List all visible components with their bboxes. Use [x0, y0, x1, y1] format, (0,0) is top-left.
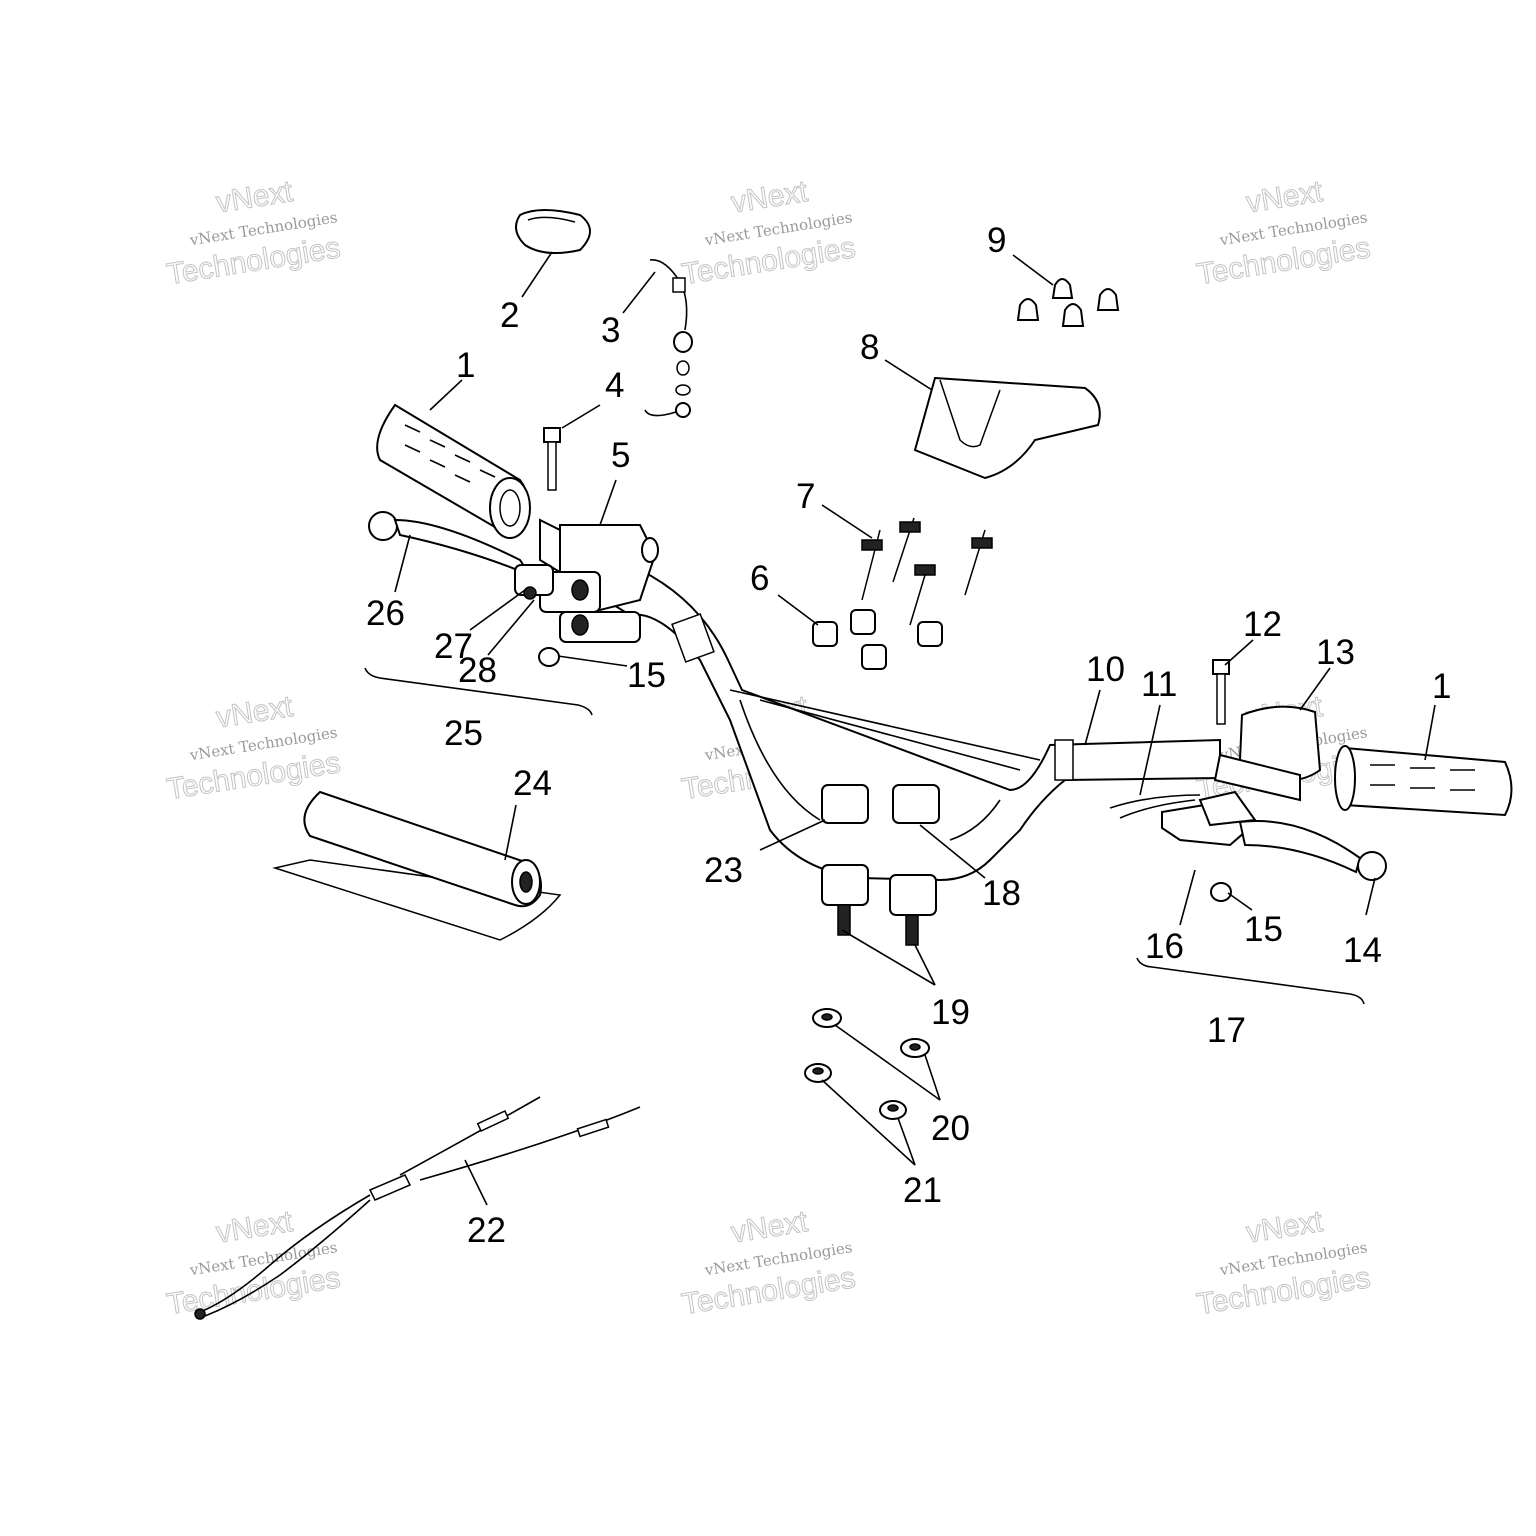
- watermark-line2: vNext: [1244, 1205, 1326, 1250]
- callout-10: 10: [1086, 650, 1125, 689]
- callout-18: 18: [982, 874, 1021, 913]
- callout-3: 3: [601, 311, 620, 350]
- callout-19: 19: [931, 993, 970, 1032]
- watermark-line2: vNext: [214, 1205, 296, 1250]
- callout-11: 11: [1141, 665, 1177, 704]
- watermark-line2: vNext: [214, 175, 296, 220]
- watermark: vNext vNext Technologies Technologies: [679, 174, 858, 291]
- callout-9: 9: [987, 221, 1006, 260]
- callout-23: 23: [704, 851, 743, 890]
- bracket-17: [1136, 957, 1365, 1005]
- handlebar-cover: [913, 376, 1101, 480]
- watermark: vNext vNext Technologies Technologies: [164, 689, 343, 806]
- callout-22: 22: [467, 1211, 506, 1250]
- throttle-housing: [1213, 705, 1322, 802]
- callout-8: 8: [860, 328, 879, 367]
- spacers: [812, 609, 943, 670]
- washers-and-nuts: [804, 1008, 930, 1120]
- brake-lever-left: [368, 511, 554, 600]
- callout-17: 17: [1207, 1011, 1246, 1050]
- kill-switch: [644, 259, 693, 418]
- callout-12: 12: [1243, 605, 1282, 644]
- watermark-line2: vNext: [1244, 175, 1326, 220]
- nuts-15: [538, 647, 1232, 902]
- callouts: 1 1 2 3 4 5 6 7 8 9 10 11 12 13 14 15 15…: [366, 221, 1451, 1250]
- callout-16: 16: [1145, 927, 1184, 966]
- bolt-4: [543, 427, 561, 491]
- callout-14: 14: [1343, 931, 1382, 970]
- watermark: vNext vNext Technologies Technologies: [164, 1204, 343, 1321]
- cap-nuts: [1016, 278, 1120, 327]
- bar-clamp-upper: [821, 784, 940, 824]
- watermark: vNext vNext Technologies Technologies: [1194, 1204, 1373, 1321]
- risers: [821, 864, 937, 946]
- callout-25: 25: [444, 714, 483, 753]
- callout-28: 28: [458, 651, 497, 690]
- leader-lines: [394, 251, 1436, 1206]
- throttle-cables: [194, 1096, 641, 1320]
- brake-lever-right: [1109, 790, 1387, 881]
- callout-15-left: 15: [627, 656, 666, 695]
- watermark: vNext vNext Technologies Technologies: [679, 1204, 858, 1321]
- callout-26: 26: [366, 594, 405, 633]
- grip-pad-roll: [272, 790, 562, 941]
- studs: [861, 517, 993, 626]
- callout-27: 27: [434, 627, 473, 666]
- callout-4: 4: [605, 366, 624, 405]
- callout-21: 21: [903, 1171, 942, 1210]
- callout-7: 7: [796, 477, 815, 516]
- watermark-line2: vNext: [214, 690, 296, 735]
- bracket-25: [364, 667, 593, 716]
- watermark: vNext vNext Technologies Technologies: [1194, 174, 1373, 291]
- switch-housing: [539, 524, 659, 643]
- bezel-2: [515, 209, 591, 255]
- grip-right: [1334, 745, 1513, 817]
- watermark-line2: vNext: [729, 1205, 811, 1250]
- watermark-line2: vNext: [729, 175, 811, 220]
- callout-20: 20: [931, 1109, 970, 1148]
- callout-15-right: 15: [1244, 910, 1283, 949]
- callout-24: 24: [513, 764, 552, 803]
- callout-2: 2: [500, 296, 519, 335]
- watermark: vNext vNext Technologies Technologies: [164, 174, 343, 291]
- grip-left: [376, 403, 531, 539]
- callout-6: 6: [750, 559, 769, 598]
- callout-13: 13: [1316, 633, 1355, 672]
- brackets: [364, 667, 1365, 1005]
- callout-1-right: 1: [1432, 667, 1451, 706]
- bolt-12: [1212, 659, 1230, 725]
- callout-1-left: 1: [456, 346, 475, 385]
- callout-5: 5: [611, 436, 630, 475]
